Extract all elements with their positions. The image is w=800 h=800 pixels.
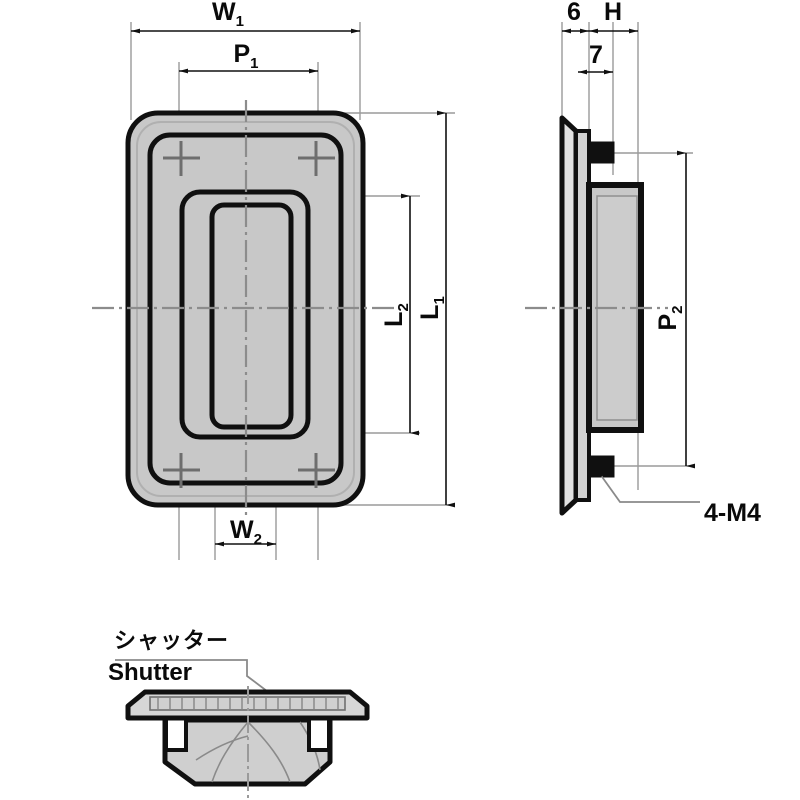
section-shutter-hatch: [157, 698, 339, 709]
side-flange-back: [574, 129, 591, 502]
section-tab-right: [307, 716, 331, 752]
label-6: 6: [567, 0, 581, 26]
mounting-hole-bottom-left: [163, 453, 200, 488]
section-view-body: [115, 659, 370, 798]
thread-callout-leader: [597, 471, 700, 503]
section-tab-left: [164, 716, 188, 752]
front-shutter-opening: [209, 202, 294, 430]
section-internal-detail: [195, 721, 321, 783]
label-P2: P2: [654, 305, 686, 330]
front-view-mounting-holes: [163, 141, 335, 488]
mounting-hole-top-right: [298, 141, 335, 176]
label-W1: W1: [212, 0, 244, 30]
section-view-labels: シャッター Shutter: [108, 629, 229, 686]
label-P1: P1: [233, 40, 258, 72]
label-W2: W2: [230, 516, 262, 548]
front-view-dimension-labels: W1 P1 W2 L1 L2: [212, 0, 448, 548]
label-L2: L2: [380, 303, 412, 327]
front-view-center-lines: [92, 100, 400, 520]
label-shutter-jp: シャッター: [114, 629, 229, 654]
label-7: 7: [589, 41, 603, 69]
side-view-dimension-lines: [562, 28, 695, 469]
front-view-dimension-lines: [131, 28, 455, 547]
label-L1: L1: [416, 296, 448, 320]
side-stud-lower: [587, 455, 615, 478]
side-view-dimension-labels: 6 H 7 P2 4-M4: [567, 0, 761, 527]
label-H: H: [604, 0, 622, 26]
mounting-hole-top-left: [163, 141, 200, 176]
mounting-hole-bottom-right: [298, 453, 335, 488]
side-stud-upper: [587, 141, 615, 164]
side-flange-plate: [559, 115, 579, 516]
label-shutter-en: Shutter: [108, 659, 192, 686]
label-4-M4: 4-M4: [704, 499, 761, 527]
